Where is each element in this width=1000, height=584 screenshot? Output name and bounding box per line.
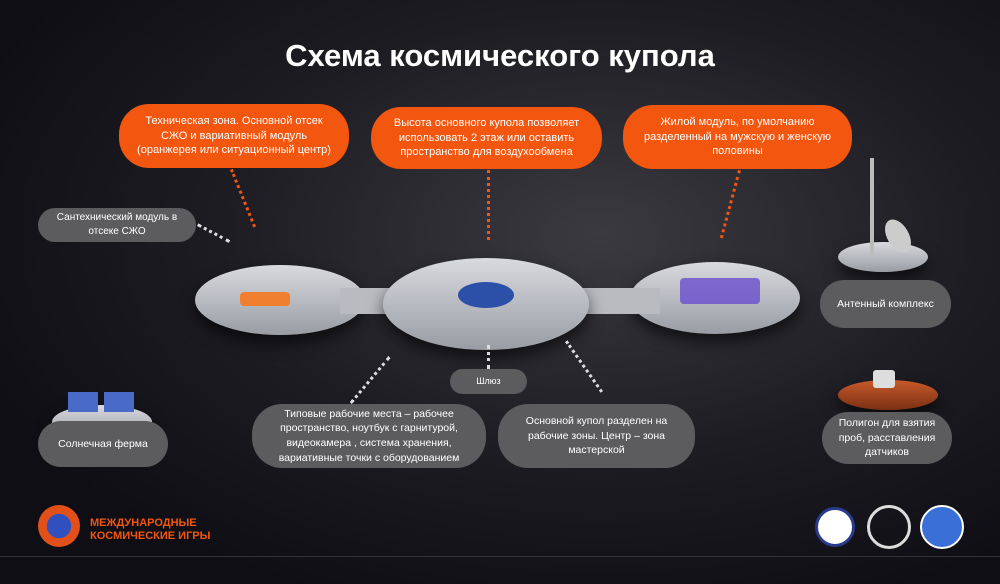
callout-polygon: Полигон для взятия проб, расставления да… bbox=[822, 412, 952, 464]
connector-line bbox=[487, 345, 490, 369]
rover-icon bbox=[873, 370, 895, 388]
space-games-logo bbox=[38, 505, 80, 547]
org-name-line1: МЕЖДУНАРОДНЫЕ bbox=[90, 517, 197, 529]
orange-chairs bbox=[240, 292, 290, 306]
page-title: Схема космического купола bbox=[285, 38, 715, 73]
callout-main-dome: Основной купол разделен на рабочие зоны.… bbox=[498, 404, 695, 468]
callout-workplaces: Типовые рабочие места – рабочее простран… bbox=[252, 404, 486, 468]
connector-line bbox=[565, 340, 604, 393]
connector-line bbox=[719, 170, 741, 239]
connector-line bbox=[349, 356, 391, 404]
callout-antenna: Антенный комплекс bbox=[820, 280, 951, 328]
callout-sanitary: Сантехнический модуль в отсеке СЖО bbox=[38, 208, 196, 242]
connector-line bbox=[197, 223, 231, 243]
antenna-tower-icon bbox=[870, 158, 874, 254]
solar-panel-icon bbox=[68, 392, 138, 412]
hse-logo bbox=[815, 507, 855, 547]
footer-divider bbox=[0, 556, 1000, 557]
partner-logo bbox=[867, 505, 911, 549]
workshop-table bbox=[458, 282, 514, 308]
callout-height: Высота основного купола позволяет исполь… bbox=[371, 107, 602, 169]
callout-airlock: Шлюз bbox=[450, 369, 527, 394]
partner-logo-2 bbox=[920, 505, 964, 549]
antenna-platform bbox=[838, 242, 928, 272]
callout-tech-zone: Техническая зона. Основной отсек СЖО и в… bbox=[119, 104, 349, 168]
org-name-line2: КОСМИЧЕСКИЕ ИГРЫ bbox=[90, 530, 211, 543]
beds bbox=[680, 278, 760, 304]
callout-solar: Солнечная ферма bbox=[38, 421, 168, 467]
callout-living: Жилой модуль, по умолчанию разделенный н… bbox=[623, 105, 852, 169]
connector-line bbox=[230, 168, 257, 228]
connector-line bbox=[487, 170, 490, 240]
